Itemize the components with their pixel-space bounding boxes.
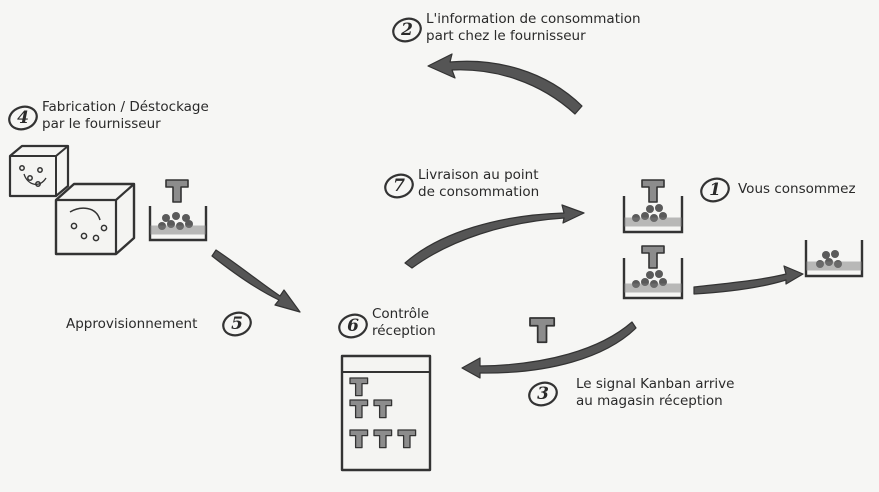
consumption-bin-bottom [622, 245, 684, 300]
step-7-line-2: de consommation [418, 184, 540, 200]
step-6-label: Contrôle réception [372, 306, 436, 340]
step-3-digit: 3 [537, 384, 549, 404]
step-7-line-1: Livraison au point [418, 167, 539, 183]
step-4-line-2: par le fournisseur [42, 116, 161, 132]
supplier-box-small [8, 144, 70, 198]
step-1-line-1: Vous consommez [738, 181, 856, 197]
consumed-bin [804, 240, 864, 278]
step-3-line-1: Le signal Kanban arrive [576, 376, 735, 392]
step-6-line-2: réception [372, 323, 436, 339]
arrow-delivery [404, 204, 585, 269]
reception-board [340, 354, 432, 472]
step-2-digit: 2 [401, 20, 413, 40]
step-6-digit: 6 [347, 316, 359, 336]
step-1-number: 1 [698, 176, 732, 204]
step-6-number: 6 [336, 312, 370, 340]
step-2-label: L'information de consommation part chez … [426, 11, 641, 45]
step-4-line-1: Fabrication / Déstockage [42, 99, 209, 115]
supplier-bin [148, 179, 208, 242]
step-3-line-2: au magasin réception [576, 393, 723, 409]
step-5-number: 5 [220, 310, 254, 338]
consumption-bin-top [622, 179, 684, 234]
step-1-label: Vous consommez [738, 181, 856, 198]
step-3-label: Le signal Kanban arrive au magasin récep… [576, 376, 734, 410]
step-4-number: 4 [6, 104, 40, 132]
step-7-label: Livraison au point de consommation [418, 167, 539, 201]
step-2-line-2: part chez le fournisseur [426, 28, 586, 44]
step-6-line-1: Contrôle [372, 306, 430, 322]
step-1-digit: 1 [709, 180, 721, 200]
step-7-number: 7 [382, 172, 416, 200]
kanban-card [529, 317, 556, 344]
arrow-consumption [693, 265, 804, 295]
step-4-digit: 4 [17, 108, 29, 128]
step-5-label: Approvisionnement [66, 316, 197, 333]
step-2-number: 2 [390, 16, 424, 44]
step-5-line-1: Approvisionnement [66, 316, 198, 332]
arrow-information [427, 53, 583, 115]
step-3-number: 3 [526, 380, 560, 408]
supplier-box-large [54, 182, 136, 256]
step-7-digit: 7 [393, 176, 405, 196]
step-5-digit: 5 [231, 314, 243, 334]
arrow-kanban-signal [461, 321, 637, 379]
arrow-supply [211, 249, 301, 313]
step-4-label: Fabrication / Déstockage par le fourniss… [42, 99, 209, 133]
step-2-line-1: L'information de consommation [426, 11, 641, 27]
